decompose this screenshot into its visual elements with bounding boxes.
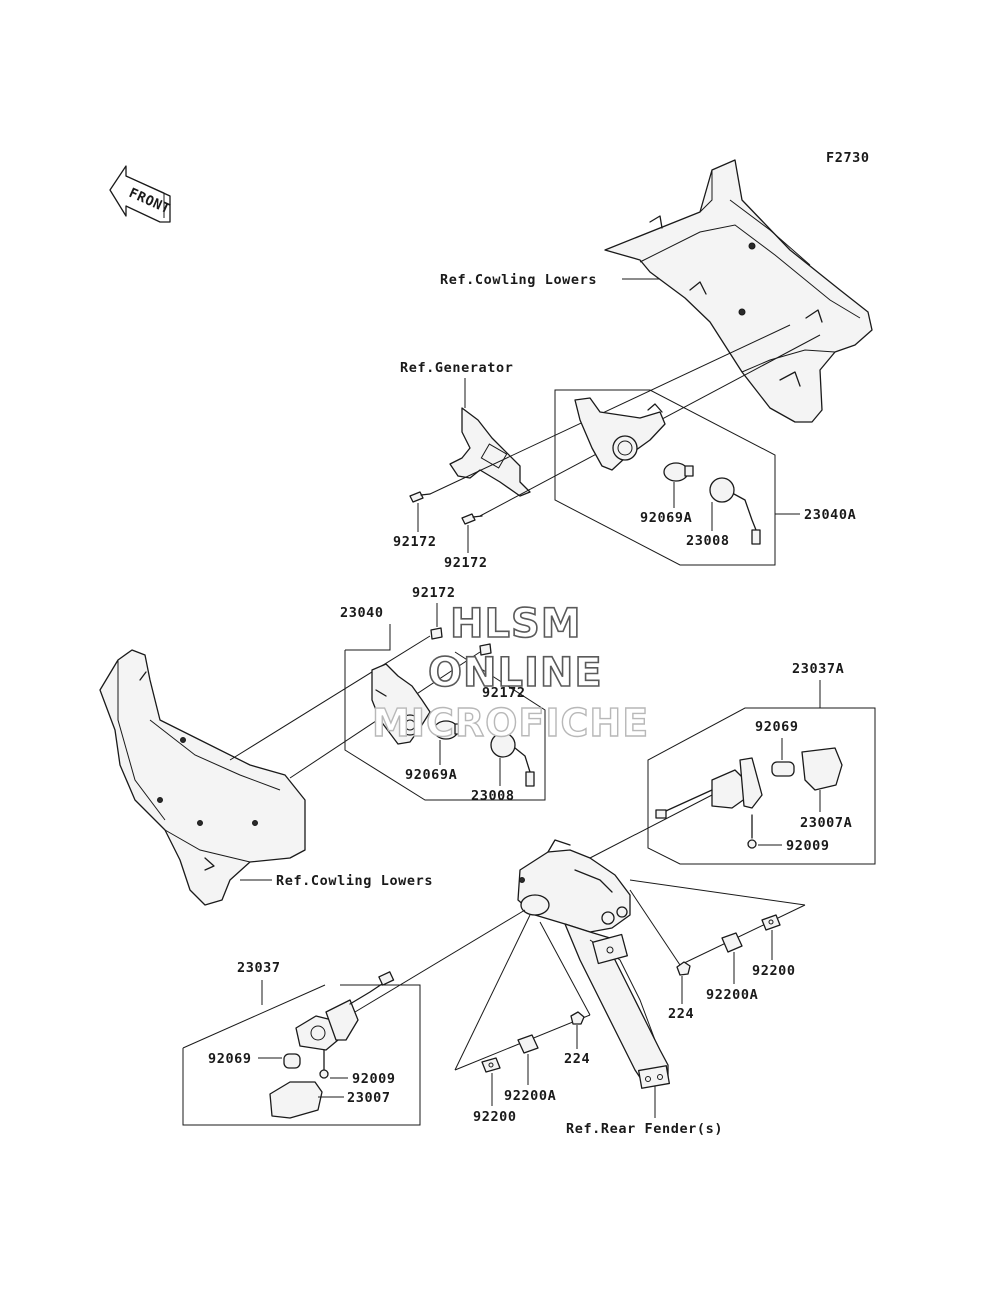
front-arrow-icon: FRONT [109, 165, 173, 223]
label-23007A: 23007A [800, 815, 852, 831]
label-92009-right: 92009 [786, 838, 830, 854]
label-92172-c: 92172 [412, 585, 456, 601]
bulb-92069A-top [663, 462, 694, 482]
watermark-line2: ONLINE [428, 650, 603, 696]
label-23007: 23007 [347, 1090, 391, 1106]
label-224-right: 224 [668, 1006, 694, 1022]
label-23037A: 23037A [792, 661, 844, 677]
bolt-92172-c [430, 627, 443, 640]
cowling-lower-left [99, 649, 306, 906]
turn-signal-right [655, 757, 763, 819]
label-92069-left: 92069 [208, 1051, 252, 1067]
watermark: HLSM ONLINE MICROFICHE [371, 600, 649, 746]
group-frame-23037A [647, 680, 876, 865]
generator-bracket [449, 407, 531, 497]
label-92200A-right: 92200A [706, 987, 758, 1003]
lens-23007 [269, 1081, 323, 1119]
label-92200-left: 92200 [473, 1109, 517, 1125]
socket-23008-top [709, 477, 761, 545]
plate-92200-right [761, 914, 781, 931]
ref-rear-fender: Ref.Rear Fender(s) [566, 1121, 723, 1137]
turn-signal-left [295, 971, 395, 1051]
label-92172-d: 92172 [482, 685, 526, 701]
label-92009-left: 92009 [352, 1071, 396, 1087]
label-23008-top: 23008 [686, 533, 730, 549]
plate-92200A-right [721, 932, 743, 953]
plate-92200-left [481, 1057, 501, 1073]
ref-cowling-lowers-left: Ref.Cowling Lowers [276, 873, 433, 889]
bolt-92172-d [479, 643, 492, 656]
screw-92009-left [319, 1049, 329, 1079]
rear-fender-bracket [517, 839, 671, 1089]
bolt-92172-b [461, 513, 483, 525]
turn-signal-housing-top [574, 397, 666, 471]
screw-92009-right [747, 814, 757, 849]
label-92200-right: 92200 [752, 963, 796, 979]
label-92172-b: 92172 [444, 555, 488, 571]
plate-92200A-left [517, 1034, 539, 1054]
bulb-92069A-mid [433, 720, 464, 740]
label-92069A-mid: 92069A [405, 767, 457, 783]
ref-cowling-lowers-top: Ref.Cowling Lowers [440, 272, 597, 288]
label-23040A: 23040A [804, 507, 856, 523]
label-23037: 23037 [237, 960, 281, 976]
nut-224-right [676, 961, 691, 976]
bulb-92069-left [283, 1053, 301, 1069]
label-92200A-left: 92200A [504, 1088, 556, 1104]
bolt-92172-a [409, 491, 431, 503]
bulb-92069-right [771, 761, 795, 777]
figure-code: F2730 [826, 150, 870, 166]
group-frame-23040A [554, 389, 776, 566]
label-92172-a: 92172 [393, 534, 437, 550]
label-92069-right: 92069 [755, 719, 799, 735]
lens-23007A [801, 747, 843, 791]
watermark-line3: MICROFICHE [372, 701, 649, 745]
socket-23008-mid [490, 732, 535, 787]
watermark-line1: HLSM [450, 601, 582, 647]
turn-signal-housing-mid [371, 663, 431, 745]
front-label: FRONT [126, 185, 172, 217]
cowling-lower-right [604, 159, 873, 423]
group-frame-23037 [182, 980, 421, 1126]
label-224-left: 224 [564, 1051, 590, 1067]
label-23040: 23040 [340, 605, 384, 621]
group-frame-23040 [344, 624, 546, 801]
label-23008-mid: 23008 [471, 788, 515, 804]
ref-generator: Ref.Generator [400, 360, 513, 376]
label-92069A-top: 92069A [640, 510, 692, 526]
nut-224-left [570, 1011, 585, 1025]
